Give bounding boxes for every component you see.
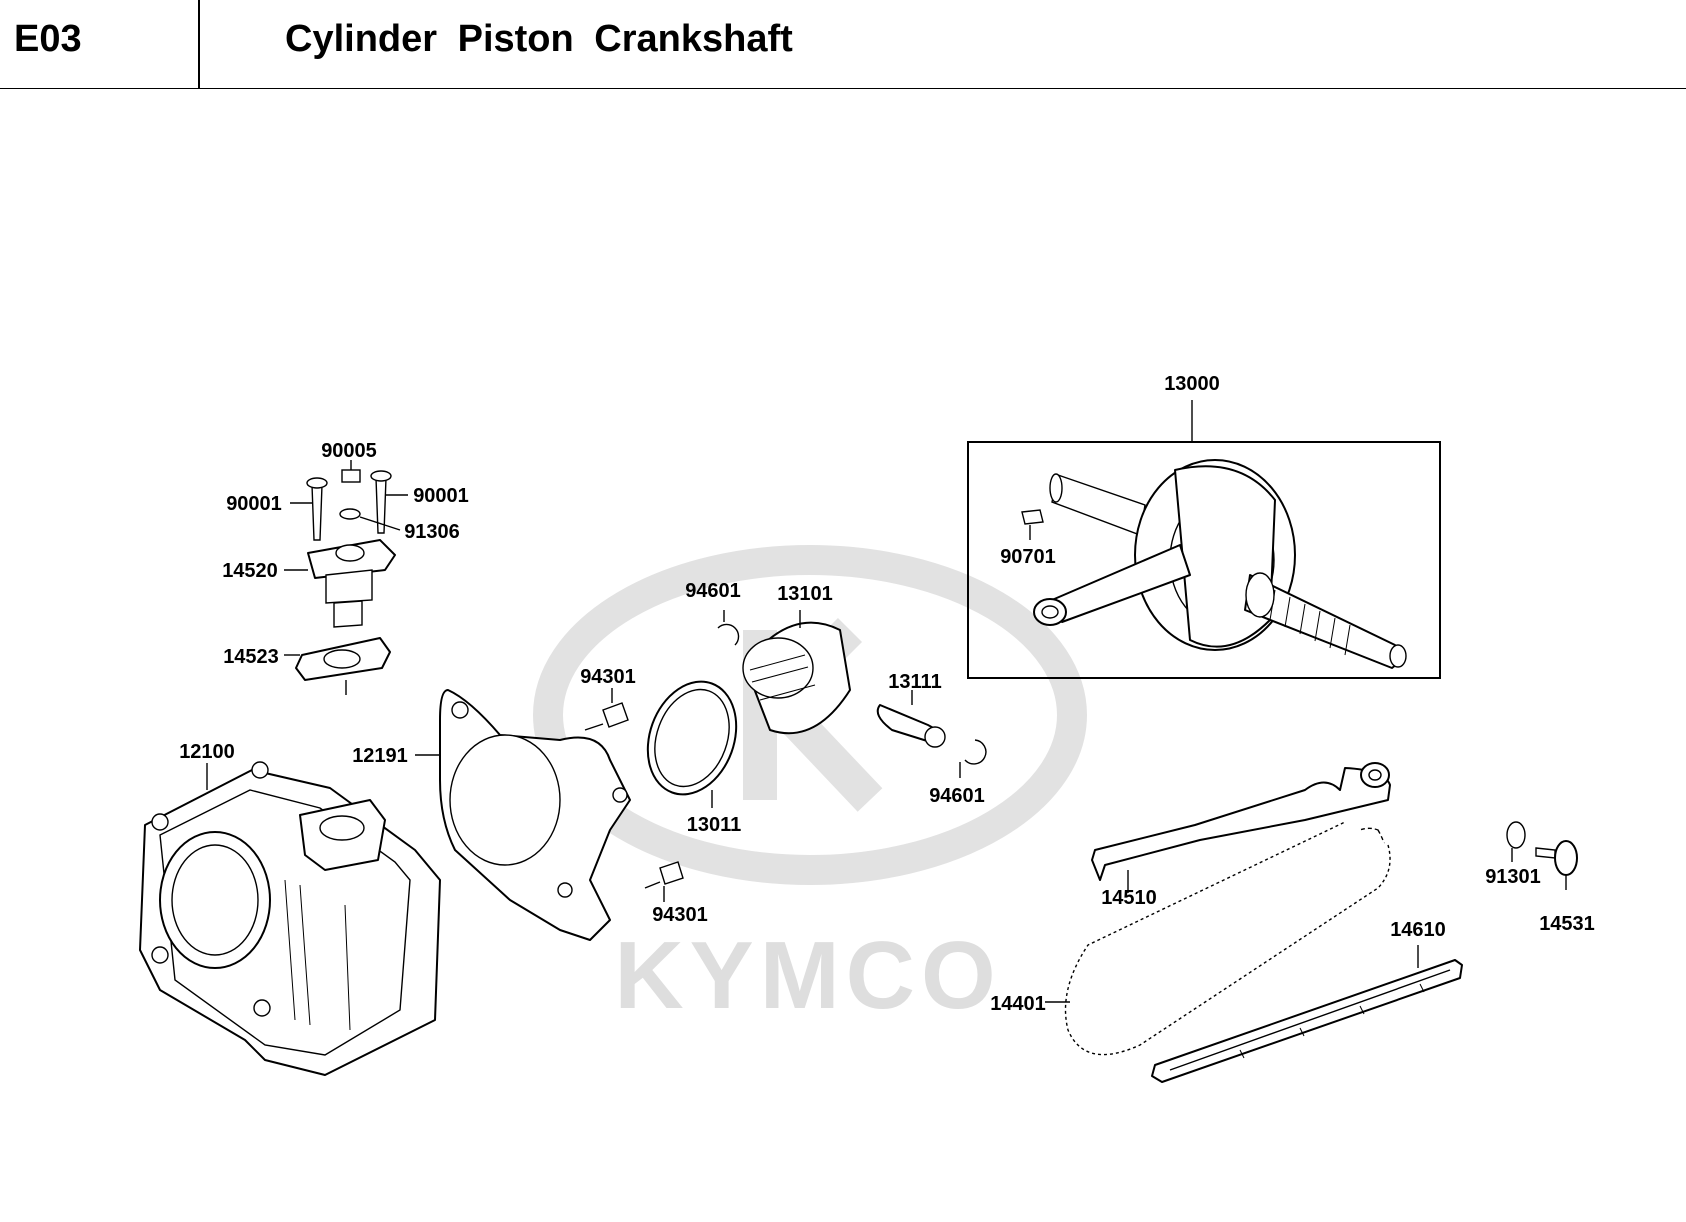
callout-94301-bottom: 94301 <box>652 904 708 926</box>
callout-14523: 14523 <box>223 646 279 668</box>
woodruff-key <box>1021 509 1044 525</box>
callout-90001-right: 90001 <box>413 485 469 507</box>
section-code: E03 <box>14 18 82 60</box>
timing-chain <box>1045 821 1391 1056</box>
callout-91301: 91301 <box>1485 866 1541 888</box>
page-header: E03 Cylinder Piston Crankshaft <box>0 0 1686 89</box>
callout-94601-top: 94601 <box>685 580 741 602</box>
crankshaft-assembly <box>967 400 1441 679</box>
cylinder <box>139 761 441 1076</box>
chain-guide <box>1091 762 1391 893</box>
callout-13000: 13000 <box>1164 373 1220 395</box>
chain-slipper <box>1151 945 1463 1083</box>
tensioner-assembly <box>284 460 408 695</box>
crankshaft-box <box>967 441 1441 679</box>
callout-14520: 14520 <box>222 560 278 582</box>
watermark-ring <box>533 545 1087 885</box>
piston-pin-clip-top <box>717 623 740 646</box>
callout-14401: 14401 <box>990 993 1046 1015</box>
callout-12100: 12100 <box>179 741 235 763</box>
callout-90701: 90701 <box>1000 546 1056 568</box>
header-divider <box>198 0 200 88</box>
page-title: Cylinder Piston Crankshaft <box>285 18 793 60</box>
callout-90005: 90005 <box>321 440 377 462</box>
callout-14510: 14510 <box>1101 887 1157 909</box>
callout-13011: 13011 <box>687 814 742 836</box>
dowel-pin-bottom <box>659 861 684 885</box>
watermark-text: KYMCO <box>614 922 1001 1029</box>
callout-14610: 14610 <box>1390 919 1446 941</box>
tensioner-bolt-assembly <box>1506 821 1578 890</box>
dowel-pin-top <box>602 702 629 728</box>
callout-13101: 13101 <box>777 583 833 605</box>
callout-13111: 13111 <box>888 671 941 693</box>
cylinder-gasket <box>415 689 631 941</box>
callout-12191: 12191 <box>352 745 408 767</box>
piston-pin-clip-right <box>964 739 987 765</box>
callout-94301-top: 94301 <box>580 666 636 688</box>
callout-94601-right: 94601 <box>929 785 985 807</box>
callout-90001-left: 90001 <box>226 493 282 515</box>
callout-14531: 14531 <box>1539 913 1595 935</box>
callout-91306: 91306 <box>404 521 460 543</box>
piston-group <box>584 610 987 902</box>
